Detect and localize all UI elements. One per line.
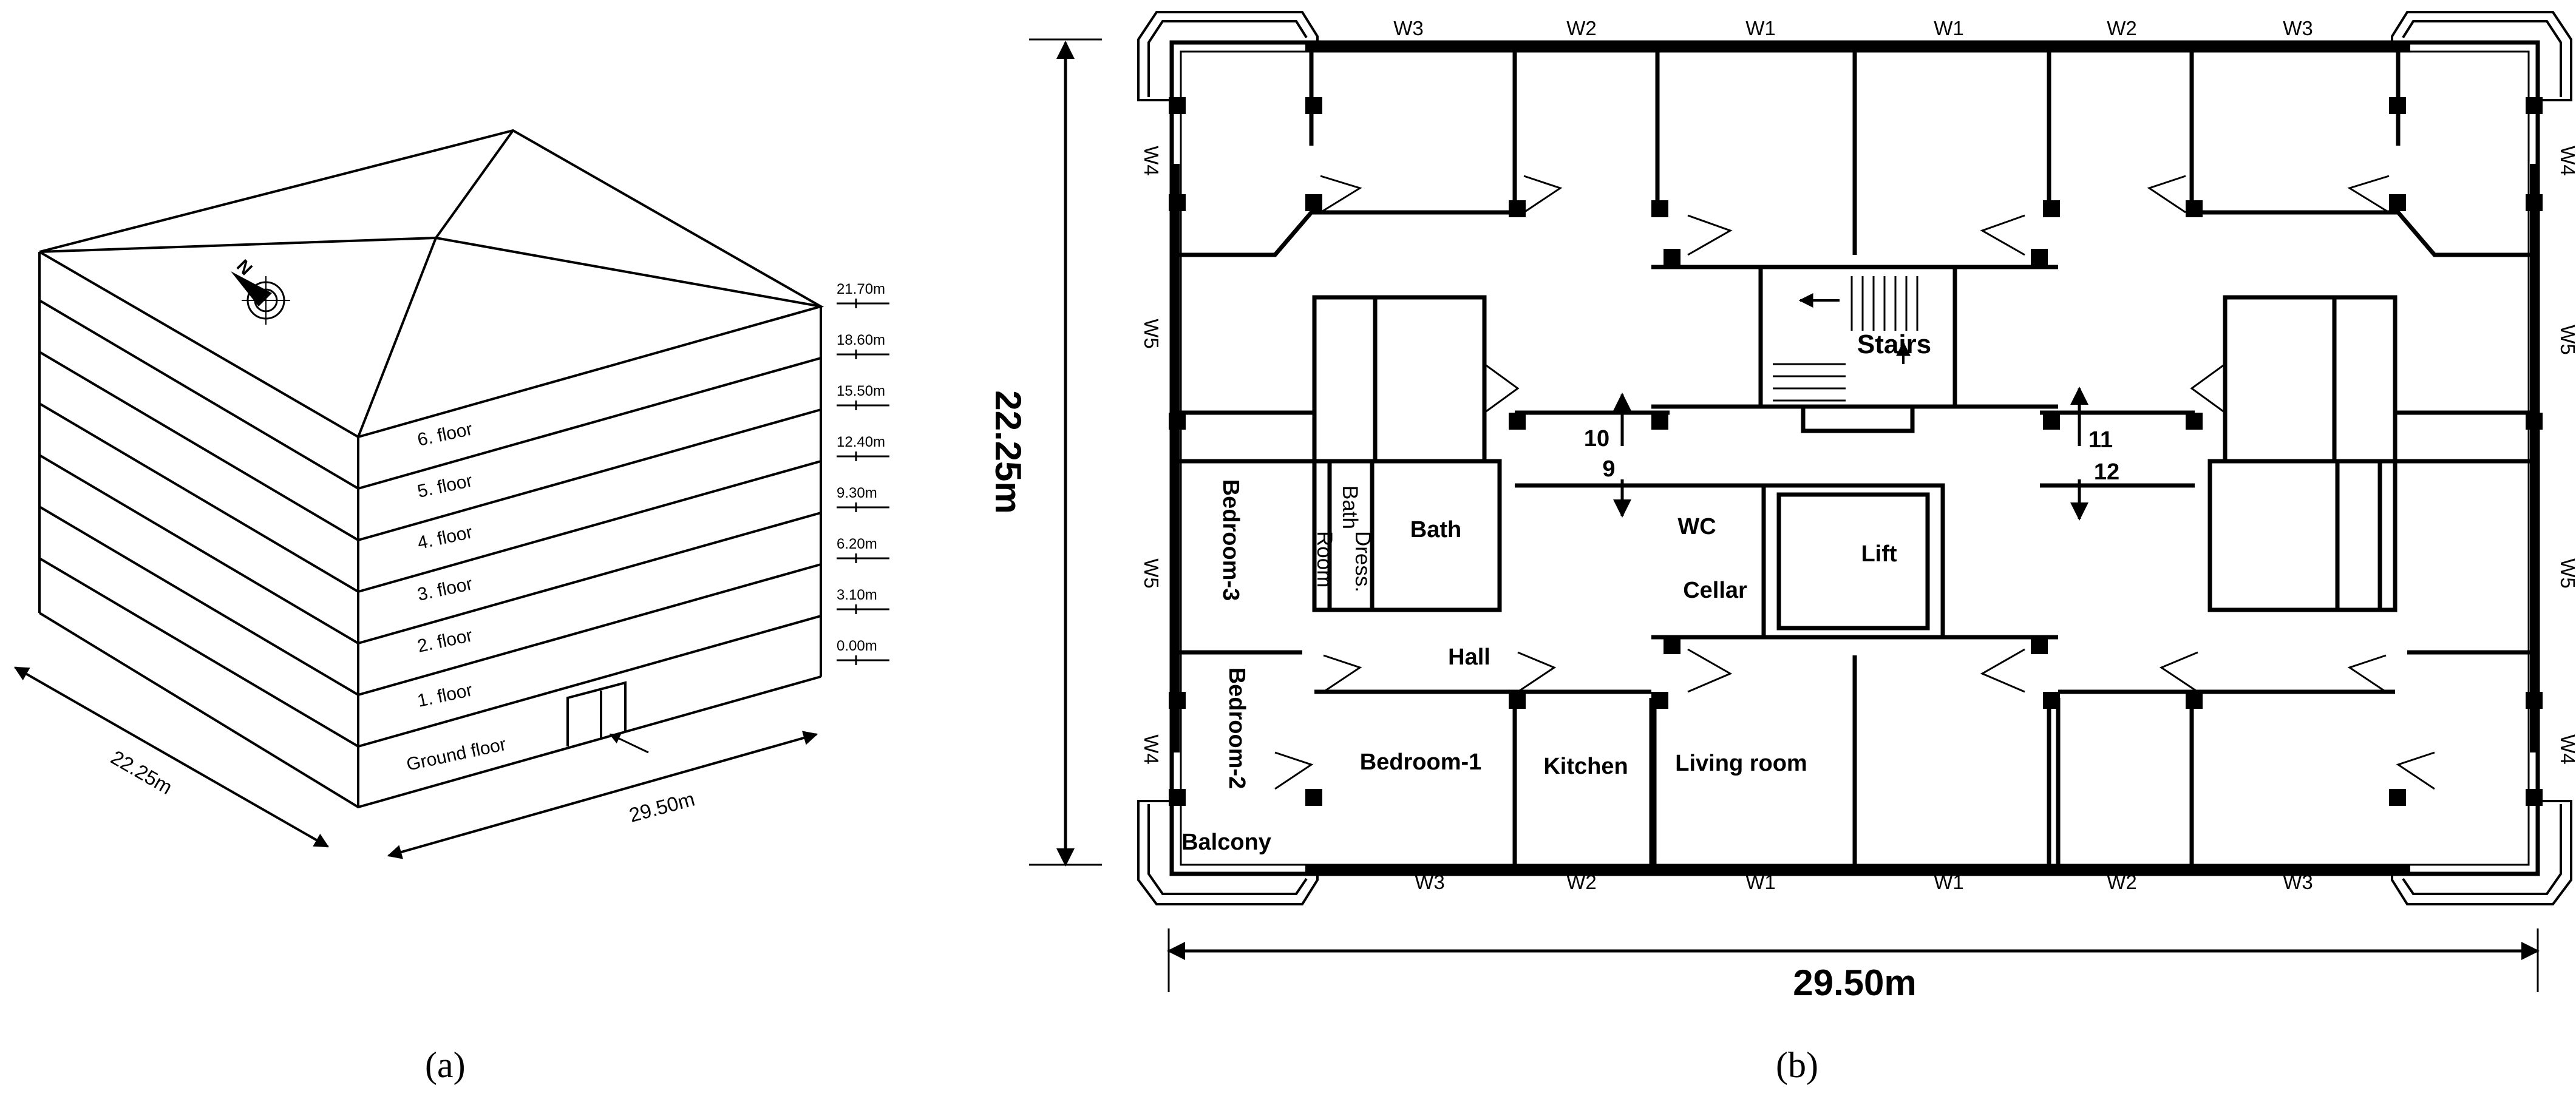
window-label: W5 [1140, 558, 1163, 589]
floor-label-4: 4. floor [416, 522, 475, 553]
level-marker: 12.40m [837, 434, 889, 461]
level-marker: 15.50m [837, 383, 889, 410]
marker-number: 12 [2094, 459, 2119, 485]
room-label-living-room: Living room [1675, 751, 1807, 776]
floor-label-2: 2. floor [416, 625, 475, 656]
marker-numbers: 9 10 11 12 [1584, 426, 2119, 485]
window-label: W3 [2283, 871, 2313, 893]
room-label-bath: Bath [1410, 517, 1461, 543]
floor-label-5: 5. floor [416, 470, 475, 501]
window-label: W5 [2557, 558, 2576, 589]
svg-text:12.40m: 12.40m [837, 434, 885, 450]
height-dimension-label: 22.25m [988, 390, 1028, 514]
caption-b: (b) [1776, 1045, 1818, 1085]
room-labels: Stairs Lift WC Cellar Hall Bath Bath Dre… [1181, 330, 1931, 855]
svg-text:18.60m: 18.60m [837, 332, 885, 348]
marker-number: 9 [1602, 456, 1615, 482]
building-outline [38, 129, 824, 809]
length-dimension-arrow [387, 731, 818, 859]
entrance-arrow [609, 733, 649, 754]
room-label-stairs: Stairs [1857, 330, 1931, 359]
room-label-wc: WC [1677, 514, 1716, 539]
svg-text:6.20m: 6.20m [837, 536, 877, 552]
level-marker: 6.20m [837, 536, 889, 563]
stair-treads [1773, 276, 1918, 402]
window-label: W4 [2557, 146, 2576, 176]
window-label: W2 [1566, 17, 1597, 39]
marker-number: 11 [2088, 427, 2113, 453]
svg-text:0.00m: 0.00m [837, 638, 877, 654]
svg-text:9.30m: 9.30m [837, 485, 877, 501]
marker-number: 10 [1584, 426, 1609, 451]
room-label-dress: Dress. [1351, 531, 1375, 592]
room-label-bath-small: Bath [1338, 485, 1362, 529]
floor-label-1: 1. floor [416, 680, 475, 711]
length-dimension-label: 29.50m [627, 788, 697, 827]
window-label: W2 [2107, 871, 2137, 893]
floor-plan: W3 W2 W1 W1 W2 W3 W3 W2 W1 W1 W2 W3 W4 W… [988, 11, 2576, 1085]
floor-label-6: 6. floor [416, 419, 475, 450]
door-swings [1274, 175, 2435, 790]
window-labels-top: W3 W2 W1 W1 W2 W3 [1393, 17, 2313, 39]
room-label-cellar: Cellar [1683, 578, 1747, 603]
level-marker: 3.10m [837, 587, 889, 614]
floor-labels: 6. floor 5. floor 4. floor 3. floor 2. f… [405, 419, 508, 774]
level-marker: 9.30m [837, 485, 889, 512]
direction-markers [1613, 293, 2088, 521]
window-label: W1 [1934, 17, 1964, 39]
window-label: W3 [2283, 17, 2313, 39]
window-label: W4 [2557, 734, 2576, 765]
room-label-bedroom-2: Bedroom-2 [1224, 668, 1249, 790]
isometric-view: N 6. floor 5. floor 4. floor 3. floor 2.… [13, 129, 889, 1085]
room-label-dress-room: Room [1313, 531, 1336, 587]
room-label-bedroom-1: Bedroom-1 [1360, 749, 1482, 775]
svg-text:15.50m: 15.50m [837, 383, 885, 399]
svg-text:21.70m: 21.70m [837, 281, 885, 297]
window-labels-left: W4 W5 W5 W4 [1140, 146, 1163, 765]
window-label: W4 [1140, 734, 1163, 765]
window-label: W1 [1934, 871, 1964, 893]
caption-a: (a) [425, 1045, 466, 1085]
window-label: W3 [1393, 17, 1424, 39]
room-label-hall: Hall [1448, 644, 1490, 670]
level-markers: 21.70m 18.60m 15.50m 12.40m 9.30m 6.20m … [837, 281, 889, 665]
plan-width-dimension-label: 29.50m [1793, 962, 1917, 1003]
floor-label-3: 3. floor [416, 573, 475, 604]
room-label-kitchen: Kitchen [1543, 754, 1628, 779]
level-marker: 18.60m [837, 332, 889, 359]
window-label: W5 [1140, 319, 1163, 349]
level-marker: 0.00m [837, 638, 889, 665]
window-labels-bottom: W3 W2 W1 W1 W2 W3 [1415, 871, 2313, 893]
columns [1169, 97, 2543, 806]
window-label: W1 [1745, 871, 1776, 893]
window-labels-right: W4 W5 W5 W4 [2557, 146, 2576, 765]
window-label: W1 [1745, 17, 1776, 39]
level-marker: 21.70m [837, 281, 889, 308]
room-label-balcony: Balcony [1181, 830, 1271, 855]
interior-walls [1172, 42, 2538, 874]
window-label: W3 [1415, 871, 1445, 893]
window-label: W2 [1566, 871, 1597, 893]
compass-icon [231, 271, 290, 325]
room-label-bedroom-3: Bedroom-3 [1218, 479, 1243, 601]
window-label: W5 [2557, 325, 2576, 355]
window-label: W4 [1140, 146, 1163, 176]
corner-balconies [1137, 11, 2572, 905]
width-dimension-arrow [13, 666, 330, 848]
svg-text:3.10m: 3.10m [837, 587, 877, 603]
room-label-lift: Lift [1861, 541, 1897, 567]
window-label: W2 [2107, 17, 2137, 39]
